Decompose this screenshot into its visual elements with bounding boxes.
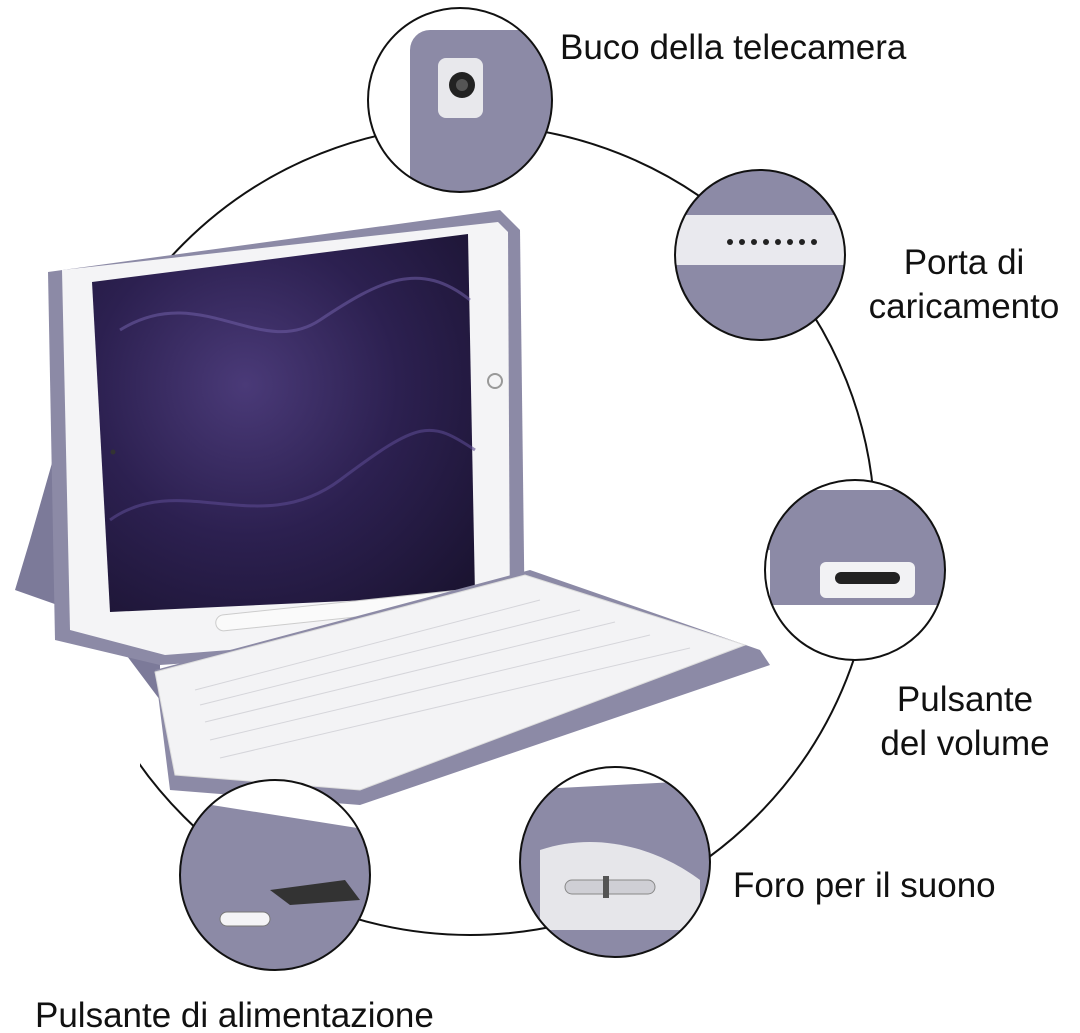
volume-button-label-line1: Pulsante <box>896 680 1034 719</box>
camera-label: Buco della telecamera <box>560 28 907 67</box>
charging-port-detail-circle <box>674 169 846 341</box>
speaker-detail-circle <box>519 766 711 958</box>
volume-button-label-line2: del volume <box>880 724 1050 763</box>
power-button-label: Pulsante di alimentazione <box>35 996 434 1033</box>
camera-detail-circle <box>367 7 553 193</box>
charging-port-label: Porta di caricamento <box>848 241 1080 329</box>
volume-button-label: Pulsante del volume <box>855 678 1075 766</box>
power-button-detail-circle <box>179 779 371 971</box>
charging-port-label-line1: Porta di <box>903 243 1025 282</box>
charging-port-label-line2: caricamento <box>868 287 1060 326</box>
speaker-label: Foro per il suono <box>733 866 996 905</box>
volume-button-detail-circle <box>764 479 946 661</box>
tablet-with-keyboard <box>15 210 770 805</box>
